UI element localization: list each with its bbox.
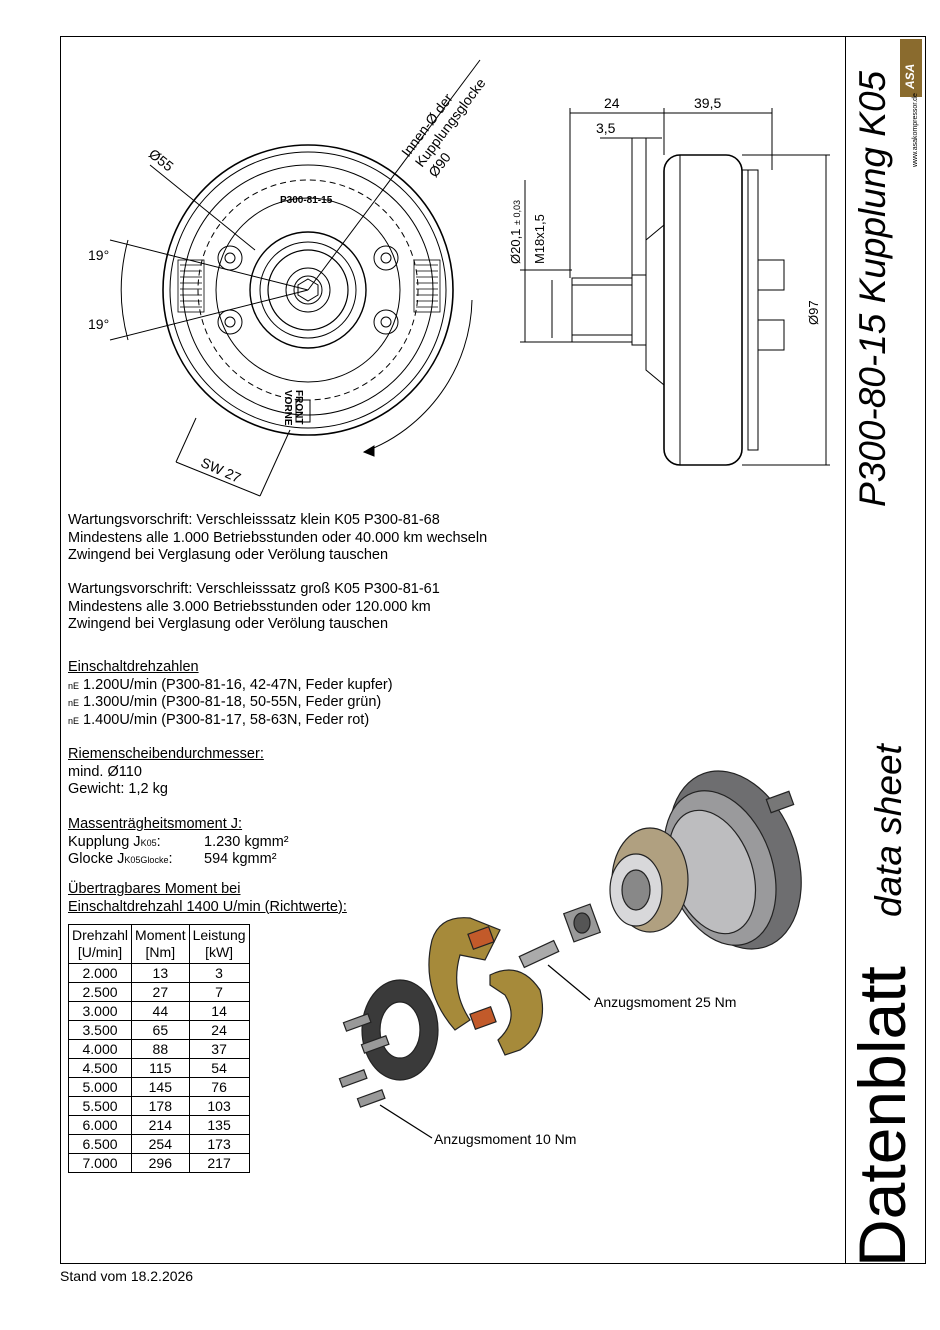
- torque-table: Drehzahl[U/min] Moment[Nm] Leistung[kW] …: [67, 924, 250, 1173]
- angle-bottom-label: 19°: [88, 316, 110, 332]
- thread-label: M18x1,5: [532, 214, 547, 264]
- col-power: Leistung[kW]: [188, 924, 250, 964]
- dia97-label: Ø97: [806, 300, 821, 325]
- inertia-info: Massenträgheitsmoment J: Kupplung JK05:1…: [68, 816, 289, 867]
- exploded-view: [338, 770, 802, 1139]
- maintenance-small: Wartungsvorschrift: Verschleisssatz klei…: [68, 512, 488, 563]
- dim-3-5-label: 3,5: [596, 120, 616, 136]
- shaft-dia-label: Ø20,1 ± 0,03: [508, 199, 523, 264]
- datenblatt-heading: Datenblatt: [845, 966, 919, 1267]
- title-column: P300-80-15 Kupplung K05 data sheet Daten…: [845, 36, 926, 1267]
- torque-heading: Übertragbares Moment bei Einschaltdrehza…: [68, 881, 347, 915]
- sheet-frame: [60, 36, 846, 1264]
- footer-date: Stand vom 18.2.2026: [60, 1268, 194, 1284]
- technical-drawing: [109, 59, 830, 497]
- product-title: P300-80-15 Kupplung K05: [852, 70, 893, 507]
- angle-top-label: 19°: [88, 247, 110, 263]
- callout-10nm: Anzugsmoment 10 Nm: [434, 1131, 577, 1147]
- data-sheet-label: data sheet: [868, 744, 909, 917]
- side-view: [520, 108, 830, 466]
- asa-logo: ASA: [900, 39, 922, 97]
- maintenance-large: Wartungsvorschrift: Verschleisssatz groß…: [68, 581, 440, 632]
- dim-39-5-label: 39,5: [694, 95, 722, 111]
- part-label: P300-81-15: [280, 195, 333, 206]
- engagement-speeds: Einschaltdrehzahlen nE 1.200U/min (P300-…: [68, 659, 393, 728]
- front-view: [109, 59, 481, 497]
- dim-24-label: 24: [604, 95, 620, 111]
- pulley-info: Riemenscheibendurchmesser: mind. Ø110 Ge…: [68, 746, 264, 797]
- callout-25nm: Anzugsmoment 25 Nm: [594, 994, 737, 1010]
- col-speed: Drehzahl[U/min]: [67, 924, 133, 964]
- website-url: www.asakompressor.de: [912, 93, 919, 167]
- col-torque: Moment[Nm]: [131, 924, 190, 964]
